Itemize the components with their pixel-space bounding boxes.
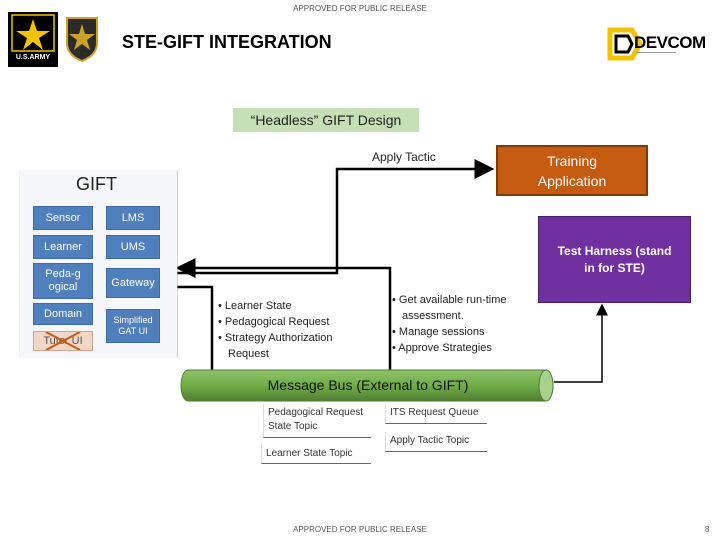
devcom-logo-text: DEVCOM xyxy=(634,33,706,52)
apply-tactic-topic: Apply Tactic Topic xyxy=(385,432,487,452)
gift-title: GIFT xyxy=(76,174,117,194)
top-release-text: APPROVED FOR PUBLIC RELEASE xyxy=(293,4,427,13)
devcom-logo: DEVCOM xyxy=(604,26,706,64)
learner-state-topic: Learner State Topic xyxy=(261,445,371,464)
footer-release-text: APPROVED FOR PUBLIC RELEASE xyxy=(293,525,427,534)
left-bullet-list: • Learner State • Pedagogical Request • … xyxy=(218,298,337,362)
shield-emblem xyxy=(64,15,100,63)
test-harness-label: Test Harness (stand in for STE) xyxy=(557,243,672,275)
simplified-gat-ui-box: Simplified GAT UI xyxy=(106,309,160,343)
left-bullet-item: Request xyxy=(228,348,269,360)
pedagogical-request-state-topic: Pedagogical Request State Topic xyxy=(263,404,371,438)
left-bullet-item: • Pedagogical Request xyxy=(218,316,330,328)
devcom-emblem-icon xyxy=(607,27,643,61)
right-bullet-item: assessment. xyxy=(402,310,464,322)
page-title: STE-GIFT INTEGRATION xyxy=(122,32,332,52)
devcom-underline xyxy=(636,52,676,53)
tutor-ui-box: Tutor UI xyxy=(33,331,93,351)
domain-box: Domain xyxy=(33,303,93,325)
learner-box: Learner xyxy=(33,235,93,259)
cross-out-icon xyxy=(45,332,81,350)
right-bullet-list: • Get available run-time assessment. • M… xyxy=(392,292,511,356)
training-application-box: Training Application xyxy=(496,145,648,196)
pedagogical-box: Peda-gogical xyxy=(33,263,93,299)
message-bus-label: Message Bus (External to GIFT) xyxy=(267,377,469,393)
left-bullet-item: • Strategy Authorization xyxy=(218,332,333,344)
headless-gift-label: “Headless” GIFT Design xyxy=(233,108,419,132)
lms-box: LMS xyxy=(106,206,160,230)
army-logo: U.S.ARMY xyxy=(8,12,58,67)
right-bullet-item: • Manage sessions xyxy=(392,326,485,338)
army-logo-text: U.S.ARMY xyxy=(15,54,51,61)
pedagogical-box-label: Peda-gogical xyxy=(45,268,81,293)
test-harness-box: Test Harness (stand in for STE) xyxy=(538,216,691,303)
right-bullet-item: • Approve Strategies xyxy=(392,342,492,354)
training-application-label: Training Application xyxy=(537,152,607,189)
shield-icon xyxy=(66,17,98,63)
its-request-queue-topic: ITS Request Queue xyxy=(385,404,487,424)
message-bus: Message Bus (External to GIFT) xyxy=(180,369,556,402)
apply-tactic-label: Apply Tactic xyxy=(372,150,436,164)
army-star-icon xyxy=(11,14,55,64)
ums-box: UMS xyxy=(106,235,160,259)
message-bus-shape xyxy=(180,369,554,402)
right-bullet-item: • Get available run-time xyxy=(392,294,507,306)
sensor-box: Sensor xyxy=(33,206,93,230)
page-number: 8 xyxy=(705,525,710,534)
gateway-box: Gateway xyxy=(106,268,160,298)
left-bullet-item: • Learner State xyxy=(218,300,292,312)
simplified-gat-ui-label: Simplified GAT UI xyxy=(113,315,153,336)
